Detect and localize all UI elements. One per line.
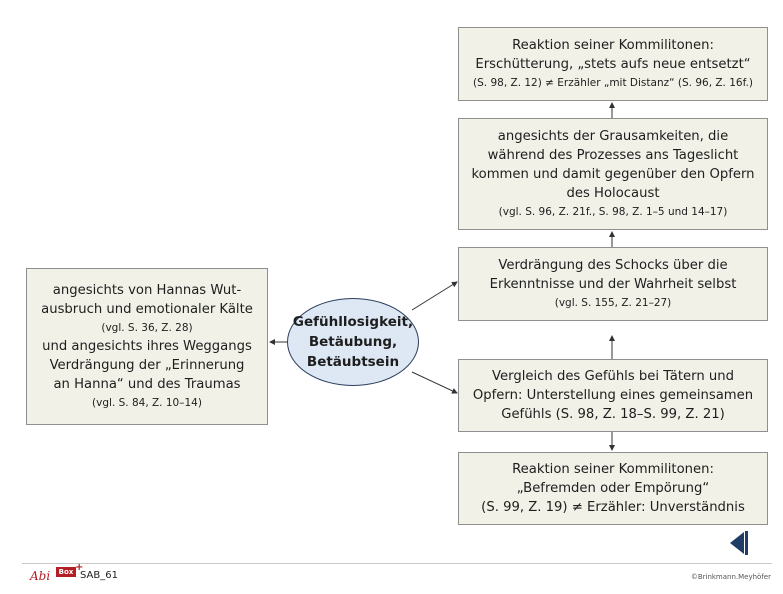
center-topic-ellipse: Gefühllosigkeit, Betäubung, Betäubtsein bbox=[287, 298, 419, 386]
left-box-line-4: und angesichts ihres Weggangs bbox=[42, 339, 252, 354]
left-box-line-7: (vgl. S. 84, Z. 10–14) bbox=[92, 397, 202, 409]
abibox-logo-plus: + bbox=[75, 562, 84, 573]
right-box-2: angesichts der Grausamkeiten, die während… bbox=[458, 118, 768, 230]
left-box-line-5: Verdrängung der „Erinnerung bbox=[49, 358, 245, 373]
right-box-5-line-2: „Befremden oder Empörung“ bbox=[516, 481, 710, 496]
right-box-1-line-1: Reaktion seiner Kommilitonen: bbox=[512, 38, 714, 53]
center-line-3: Betäubtsein bbox=[306, 354, 400, 370]
center-line-2: Betäubung, bbox=[308, 334, 398, 350]
center-line-1: Gefühllosigkeit, bbox=[292, 314, 414, 330]
sheet-code: SAB_61 bbox=[80, 570, 118, 581]
right-box-2-line-1: angesichts der Grausamkeiten, die bbox=[497, 129, 729, 144]
right-box-4-line-1: Vergleich des Gefühls bei Tätern und bbox=[492, 369, 734, 384]
left-box-line-2: ausbruch und emotionaler Kälte bbox=[41, 302, 253, 317]
right-box-3-line-1: Verdrängung des Schocks über die bbox=[498, 258, 728, 273]
copyright-text: ©Brinkmann.Meyhöfer bbox=[690, 573, 771, 581]
right-box-2-line-2: während des Prozesses ans Tageslicht bbox=[487, 148, 739, 163]
abibox-logo-text: Abi bbox=[30, 569, 51, 583]
arrow-center-to-box3 bbox=[411, 281, 458, 311]
right-box-4-line-3: Gefühls (S. 98, Z. 18–S. 99, Z. 21) bbox=[501, 407, 725, 422]
footer-divider bbox=[22, 563, 772, 564]
arrow-center-to-box4 bbox=[411, 371, 458, 394]
left-box-line-6: an Hanna“ und des Traumas bbox=[53, 377, 241, 392]
right-box-2-line-4: des Holocaust bbox=[566, 186, 660, 201]
right-box-1-line-2: Erschütterung, „stets aufs neue entsetzt… bbox=[475, 57, 751, 72]
left-text-box: angesichts von Hannas Wut-ausbruch und e… bbox=[26, 268, 268, 425]
right-box-4-line-2: Opfern: Unterstellung eines gemeinsamen bbox=[472, 388, 754, 403]
right-box-1: Reaktion seiner Kommilitonen: Erschütteru… bbox=[458, 27, 768, 101]
abibox-logo-box: Box bbox=[56, 567, 76, 577]
right-box-3-line-2: Erkenntnisse und der Wahrheit selbst bbox=[489, 277, 737, 292]
right-box-1-line-3: (S. 98, Z. 12) ≠ Erzähler „mit Distanz“ … bbox=[473, 77, 753, 89]
right-box-2-line-5: (vgl. S. 96, Z. 21f., S. 98, Z. 1–5 und … bbox=[498, 206, 728, 218]
right-box-5-line-1: Reaktion seiner Kommilitonen: bbox=[512, 462, 714, 477]
right-box-2-line-3: kommen und damit gegenüber den Opfern bbox=[471, 167, 755, 182]
right-box-5: Reaktion seiner Kommilitonen: „Befremden … bbox=[458, 452, 768, 525]
right-box-3-line-3: (vgl. S. 155, Z. 21–27) bbox=[554, 297, 672, 309]
left-box-line-1: angesichts von Hannas Wut- bbox=[52, 283, 242, 298]
left-box-line-3: (vgl. S. 36, Z. 28) bbox=[101, 322, 193, 334]
right-box-5-line-3: (S. 99, Z. 19) ≠ Erzähler: Unverständnis bbox=[481, 500, 745, 515]
triangle-left-icon[interactable] bbox=[729, 531, 749, 555]
